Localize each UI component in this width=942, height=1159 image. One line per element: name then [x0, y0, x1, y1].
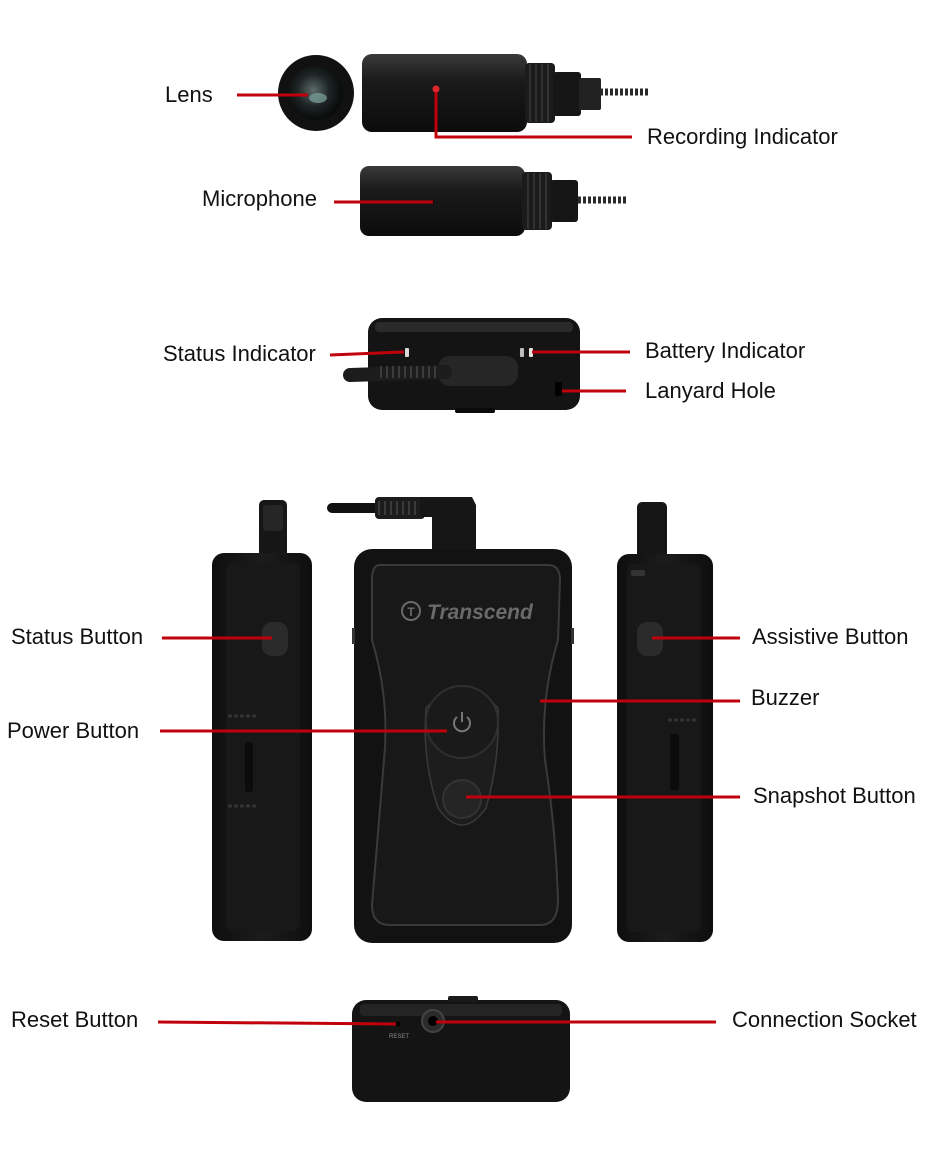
reset-pinhole	[395, 1021, 401, 1027]
transcend-logo-mark: T	[407, 605, 415, 619]
camera-head-side	[360, 166, 627, 236]
status-button-knob	[262, 622, 288, 656]
front-side-notch-right-1	[571, 628, 574, 644]
front-cable-boot	[375, 497, 425, 519]
left-side-antenna-top	[263, 505, 283, 531]
label-buzzer: Buzzer	[751, 685, 820, 710]
bottom-view-shell	[352, 1000, 570, 1102]
left-side-face	[226, 563, 300, 931]
lens-glass	[289, 66, 343, 120]
label-battery-indicator: Battery Indicator	[645, 338, 806, 363]
snapshot-button	[442, 779, 482, 819]
top-view-cable-clip	[438, 356, 518, 386]
bottom-view-top-edge	[360, 1004, 562, 1016]
connection-socket-hole	[428, 1016, 438, 1026]
leader-status-indicator	[329, 350, 405, 357]
label-power-button: Power Button	[7, 718, 140, 743]
reset-mark: RESET	[389, 1034, 409, 1040]
front-side-notch-left-1	[352, 628, 355, 644]
lens-reflection	[309, 93, 327, 103]
body-top-view	[343, 318, 580, 413]
right-side-slot	[670, 734, 679, 790]
right-side-face	[627, 564, 701, 932]
label-status-button: Status Button	[11, 624, 144, 649]
label-lanyard-hole: Lanyard Hole	[645, 378, 776, 403]
recording-led	[432, 85, 440, 93]
top-view-top-edge	[375, 322, 573, 332]
camera-barrel	[362, 54, 527, 132]
transcend-logo-icon	[401, 601, 421, 621]
camera-neck	[553, 72, 581, 116]
front-cable-elbow	[420, 497, 476, 556]
brand-text: Transcend	[427, 601, 534, 624]
camera-head-front	[278, 54, 650, 132]
mic-neck	[550, 180, 578, 222]
camera-neck-end	[579, 78, 601, 110]
top-view-cable	[343, 365, 452, 382]
leader-reset-button	[157, 1020, 397, 1026]
label-assistive-button: Assistive Button	[752, 624, 909, 649]
lanyard-slot	[555, 382, 562, 396]
leader-recording-indicator	[434, 92, 632, 139]
label-status-indicator: Status Indicator	[163, 341, 316, 366]
leader-lines	[157, 92, 740, 1026]
label-connection-socket: Connection Socket	[732, 1007, 917, 1032]
mic-barrel	[360, 166, 525, 236]
body-left-side-view	[212, 500, 312, 941]
label-lens: Lens	[165, 82, 213, 107]
power-icon	[453, 712, 471, 733]
bottom-view-top-tab	[448, 996, 478, 1002]
label-microphone: Microphone	[202, 186, 317, 211]
label-recording-indicator: Recording Indicator	[647, 124, 838, 149]
camera-collar-ridges	[529, 64, 549, 122]
body-right-side-view	[617, 502, 713, 942]
status-led	[405, 348, 409, 357]
mic-collar	[522, 172, 552, 230]
body-front-view: T Transcend	[327, 497, 574, 943]
battery-led-1	[520, 348, 524, 357]
top-view-bottom-foot	[455, 408, 495, 413]
right-side-antenna	[637, 502, 667, 564]
right-side-top-mark	[631, 570, 645, 576]
assistive-button-knob	[637, 622, 663, 656]
left-side-slot	[245, 742, 253, 792]
mic-collar-ridges	[527, 173, 547, 229]
label-snapshot-button: Snapshot Button	[753, 783, 916, 808]
battery-led-2	[529, 348, 533, 357]
body-bottom-view: RESET	[352, 996, 570, 1102]
label-reset-button: Reset Button	[11, 1007, 139, 1032]
